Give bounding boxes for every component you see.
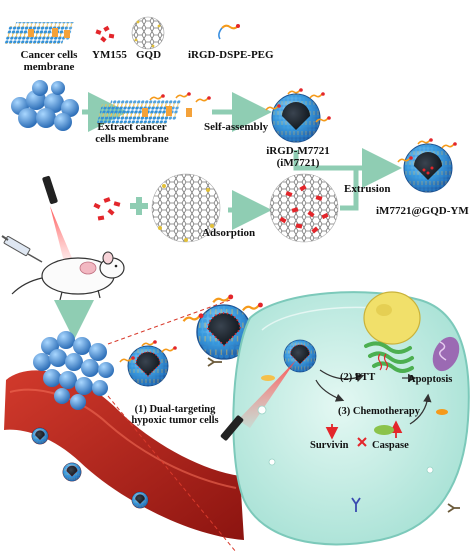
endoplasmic-reticulum-icon xyxy=(364,341,414,373)
legend-ym155-label: YM155 xyxy=(92,49,127,61)
plus-icon xyxy=(130,197,148,215)
syringe-icon xyxy=(1,235,43,263)
extract-label: Extract cancer cells membrane xyxy=(95,121,169,145)
legend-peg-label: iRGD-DSPE-PEG xyxy=(188,49,274,61)
irgd-m7721-nanoparticle-icon xyxy=(265,87,332,143)
final-product-label: iM7721@GQD-YM xyxy=(376,205,469,217)
legend-membrane-label: Cancer cells membrane xyxy=(20,49,78,73)
inhibit-x-icon xyxy=(357,437,367,447)
cancer-cells-cluster-icon xyxy=(11,80,79,131)
dual-targeting-label: (1) Dual-targeting hypoxic tumor cells xyxy=(131,404,219,427)
adsorption-connector xyxy=(340,168,359,211)
caspase-label: Caspase xyxy=(372,440,409,451)
final-nanoparticle-icon xyxy=(397,137,458,193)
survivin-label: Survivin xyxy=(310,440,349,451)
nucleus-icon xyxy=(363,291,421,345)
zoom-line-top xyxy=(107,299,231,345)
mouse-icon xyxy=(11,251,125,301)
golgi-icon xyxy=(261,375,448,415)
mitochondria-icon xyxy=(432,336,460,372)
tumor-cluster-icon xyxy=(33,331,114,410)
tumor-site-icon xyxy=(79,261,97,275)
legend-membrane-icon xyxy=(4,22,75,44)
gqd-ym155-complex-icon xyxy=(269,173,339,243)
self-assembly-label: Self-assembly xyxy=(204,121,269,133)
ptt-arrow xyxy=(319,369,365,382)
zoom-line-bottom xyxy=(107,395,237,553)
extrusion-label: Extrusion xyxy=(344,183,391,195)
ym155-drugs-icon xyxy=(93,197,121,221)
extrusion-connector xyxy=(293,150,346,171)
blood-vessel-icon xyxy=(4,370,244,540)
legend-gqd-label: GQD xyxy=(136,49,162,61)
legend-ym155-icon xyxy=(95,25,115,43)
laser-pen-icon xyxy=(42,175,72,262)
vesicle-icons xyxy=(257,405,434,474)
nanoparticle-icon xyxy=(119,339,178,387)
internalized-nanoparticle-icon xyxy=(283,339,317,373)
heat-icon xyxy=(377,353,389,371)
receptor-icon xyxy=(207,357,460,513)
apoptosis-label: Apoptosis xyxy=(408,374,453,385)
caspase-to-apoptosis-arrow xyxy=(409,393,432,425)
gqd-sheet-icon xyxy=(151,173,221,243)
chemotherapy-label: (3) Chemotherapy xyxy=(338,406,420,417)
caspase-enzyme-icon xyxy=(374,425,394,435)
laser-beam-icon xyxy=(220,360,296,441)
adsorption-label: Adsorption xyxy=(202,227,256,239)
ptt-label: (2) PTT xyxy=(340,372,376,383)
legend-gqd-icon xyxy=(131,16,165,50)
extracted-membrane-icon xyxy=(96,91,212,124)
legend-peg-icon xyxy=(218,24,240,40)
chemo-arrow xyxy=(315,379,345,402)
irgd-m7721-label: iRGD-M7721 (iM7721) xyxy=(266,145,330,169)
tumor-cell-icon xyxy=(232,291,470,546)
